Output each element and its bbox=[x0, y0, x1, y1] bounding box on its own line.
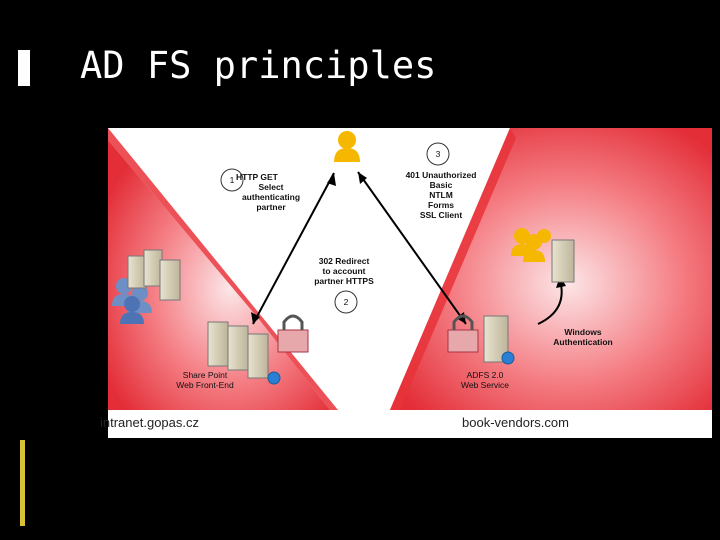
left-zone-triangle bbox=[108, 140, 330, 410]
title-marker bbox=[18, 50, 30, 86]
right-upper-server-icon bbox=[551, 239, 575, 283]
step1-number: 1 bbox=[229, 175, 235, 185]
user-icon bbox=[334, 131, 360, 162]
step3-number: 3 bbox=[435, 149, 441, 159]
step1-circle bbox=[220, 168, 244, 192]
lock-left-icon bbox=[277, 314, 309, 353]
accent-bar bbox=[20, 440, 25, 526]
adfs-diagram: 1 2 3 HTTP GET Select authenticating par… bbox=[100, 128, 712, 438]
step3-circle bbox=[426, 142, 450, 166]
windows-auth-label: Windows Authentication bbox=[553, 327, 613, 347]
left-users-icon bbox=[112, 278, 152, 324]
step2-label: 302 Redirect to account partner HTTPS bbox=[314, 256, 374, 286]
arrow-unauthorized bbox=[357, 171, 467, 325]
step2-circle bbox=[334, 290, 358, 314]
step3-label: 401 Unauthorized Basic NTLM Forms SSL Cl… bbox=[405, 170, 477, 220]
adfs-server-icon bbox=[483, 315, 515, 365]
lock-right-icon bbox=[447, 314, 479, 353]
users-group-icon bbox=[511, 228, 551, 262]
title-marker-gap bbox=[30, 50, 33, 86]
sharepoint-label: Share Point Web Front-End bbox=[176, 370, 234, 390]
left-server-group-icon bbox=[127, 249, 181, 301]
step2-number: 2 bbox=[343, 297, 349, 307]
slide-title: AD FS principles bbox=[80, 44, 437, 87]
adfs-label: ADFS 2.0 Web Service bbox=[460, 370, 510, 390]
right-domain-label: book-vendors.com bbox=[462, 415, 569, 430]
left-domain-label: intranet.gopas.cz bbox=[100, 415, 200, 430]
step1-label: HTTP GET Select authenticating partner bbox=[236, 172, 301, 212]
diagram-graphics bbox=[108, 128, 712, 410]
sharepoint-server-icon bbox=[207, 321, 281, 385]
arrow-get bbox=[252, 172, 335, 325]
